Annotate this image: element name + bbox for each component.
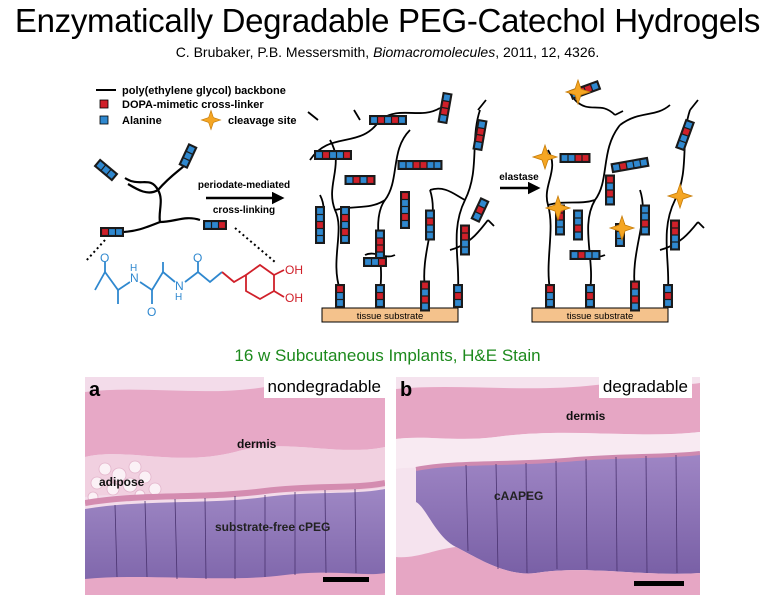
- network-block-10: [397, 160, 443, 170]
- network-block-11: [344, 175, 376, 185]
- degraded-block-9: [675, 118, 695, 152]
- network-block-12: [363, 257, 387, 267]
- panel-b-dermis-label: dermis: [566, 409, 606, 423]
- network-block-5: [340, 206, 350, 244]
- monomer-structure: [119, 164, 201, 234]
- degraded-block-12: [585, 284, 595, 308]
- page-title: Enzymatically Degradable PEG-Catechol Hy…: [14, 2, 761, 39]
- panel-b-corner-label: degradable: [598, 377, 692, 398]
- cleavage-site-icon: [565, 79, 591, 105]
- monomer-block-3: [203, 220, 227, 230]
- network-block-1: [369, 115, 407, 125]
- legend-cleavage-icon: [201, 110, 221, 130]
- network-block-8: [425, 209, 435, 241]
- network-block-13: [470, 197, 490, 223]
- legend-peg-label: poly(ethylene glycol) backbone: [122, 85, 286, 97]
- network-block-17: [453, 284, 463, 308]
- section-title: 16 w Subcutaneous Implants, H&E Stain: [234, 346, 541, 365]
- network-block-9: [460, 224, 470, 256]
- panel-a-dermis-label: dermis: [237, 437, 277, 451]
- citation-details: , 2011, 12, 4326.: [495, 44, 600, 60]
- micrograph-b-image: [396, 377, 700, 595]
- network-block-14: [335, 284, 345, 308]
- crosslink-label-2: cross-linking: [213, 205, 275, 216]
- network-chain-ends: [307, 99, 495, 227]
- network-block-2: [437, 91, 453, 125]
- panel-a-gel-label: substrate-free cPEG: [215, 520, 331, 534]
- legend-alanine-swatch: [99, 115, 109, 125]
- degraded-block-3: [610, 156, 650, 174]
- legend-dopa-swatch: [99, 99, 109, 109]
- network-block-15: [375, 284, 385, 308]
- panel-a-label: a: [89, 379, 101, 401]
- degraded-block-13: [630, 280, 640, 312]
- degraded-block-10: [569, 250, 601, 260]
- atom-oh-2: OH: [285, 291, 303, 305]
- degraded-block-1: [559, 153, 591, 163]
- micrograph-a: a nondegradable dermis adipose substrate…: [85, 377, 385, 595]
- network-block-6: [375, 229, 385, 261]
- degraded-block-14: [663, 284, 673, 308]
- atom-o-2: O: [147, 305, 156, 319]
- degraded-block-8: [670, 219, 680, 251]
- cleavage-site-icon: [532, 144, 558, 170]
- legend-alanine-label: Alanine: [122, 115, 162, 127]
- atom-o-3: O: [193, 251, 202, 265]
- atom-h-2: H: [175, 292, 182, 303]
- degraded-block-2: [605, 174, 615, 206]
- panel-b-scale-bar: [634, 581, 684, 586]
- atom-h-1: H: [130, 263, 137, 274]
- panel-b-label: b: [400, 379, 413, 401]
- network-block-3: [472, 118, 488, 152]
- legend: poly(ethylene glycol) backbone DOPA-mime…: [96, 85, 297, 130]
- monomer-block-1: [93, 158, 119, 182]
- atom-oh-1: OH: [285, 263, 303, 277]
- hydrogel-scheme: poly(ethylene glycol) backbone DOPA-mime…: [84, 79, 705, 323]
- cleavage-site-icon: [609, 215, 635, 241]
- degraded-block-5: [573, 209, 583, 241]
- monomer-block-2: [178, 143, 198, 169]
- chemical-structure: [94, 262, 285, 304]
- citation-journal: Biomacromolecules: [373, 44, 496, 60]
- cleavage-site-icon: [667, 183, 693, 209]
- substrate-1-label: tissue substrate: [357, 311, 424, 322]
- atom-n-1: N: [130, 271, 139, 285]
- zoom-line-right: [234, 227, 276, 263]
- crosslink-label-1: periodate-mediated: [198, 180, 290, 191]
- citation-authors: C. Brubaker, P.B. Messersmith,: [175, 44, 370, 60]
- atom-n-2: N: [175, 279, 184, 293]
- citation: C. Brubaker, P.B. Messersmith, Biomacrom…: [0, 44, 775, 60]
- legend-cleavage-label: cleavage site: [228, 115, 297, 127]
- degraded-block-7: [640, 204, 650, 236]
- panel-b-gel-label: cAAPEG: [494, 489, 544, 503]
- panel-a-adipose-label: adipose: [99, 475, 145, 489]
- panel-a-corner-label: nondegradable: [263, 377, 385, 398]
- degraded-block-11: [545, 284, 555, 308]
- network-block-0: [314, 150, 352, 160]
- legend-dopa-label: DOPA-mimetic cross-linker: [122, 99, 264, 111]
- network-block-4: [315, 206, 325, 244]
- panel-a-scale-bar: [323, 577, 369, 582]
- monomer-block-0: [100, 227, 124, 237]
- substrate-2-label: tissue substrate: [567, 311, 634, 322]
- atom-o-1: O: [100, 251, 109, 265]
- micrograph-b: b degradable dermis cAAPEG: [396, 377, 700, 595]
- micrograph-a-image: [85, 377, 385, 595]
- network-block-7: [400, 191, 410, 229]
- elastase-label: elastase: [499, 172, 539, 183]
- network-block-16: [420, 280, 430, 312]
